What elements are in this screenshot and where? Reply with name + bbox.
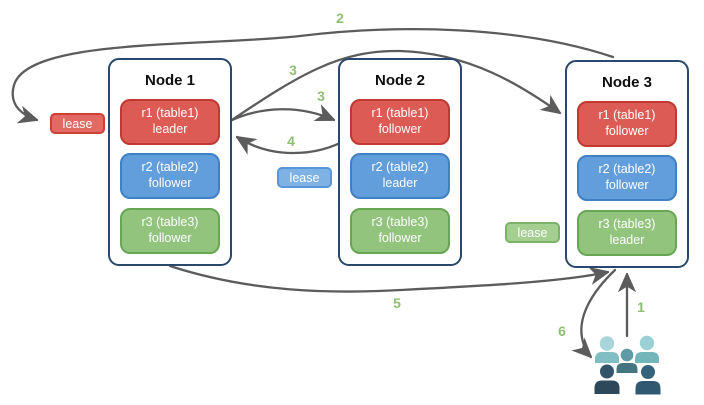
lease-badge-table1: lease bbox=[50, 113, 105, 134]
replica-role: leader bbox=[609, 233, 645, 247]
node-3: Node 3 r1 (table1) follower r2 (table2) … bbox=[565, 60, 689, 268]
replica-role: leader bbox=[382, 176, 418, 190]
step-label-4: 4 bbox=[287, 133, 295, 149]
replica-name: r1 (table1) bbox=[598, 108, 656, 123]
lease-badge-table3: lease bbox=[505, 222, 560, 243]
node-2-replica-r3: r3 (table3) follower bbox=[350, 208, 450, 254]
node-3-title: Node 3 bbox=[601, 74, 652, 91]
step-label-6: 6 bbox=[558, 323, 566, 339]
arrow-6-node3-to-users bbox=[581, 268, 617, 357]
arrow-3-node1-to-node3 bbox=[227, 49, 560, 124]
step-label-2: 2 bbox=[336, 10, 344, 26]
replica-role: follower bbox=[378, 231, 422, 245]
replica-name: r1 (table1) bbox=[371, 106, 429, 121]
replica-name: r3 (table3) bbox=[598, 217, 656, 232]
replica-name: r1 (table1) bbox=[141, 106, 199, 121]
users-icon bbox=[594, 335, 661, 395]
node-2: Node 2 r1 (table1) follower r2 (table2) … bbox=[338, 58, 462, 266]
node-3-replica-r2: r2 (table2) follower bbox=[577, 155, 677, 201]
arrow-3-node1-to-node2 bbox=[228, 109, 334, 123]
node-2-replica-r2: r2 (table2) leader bbox=[350, 153, 450, 199]
replica-role: follower bbox=[378, 122, 422, 136]
node-1-replica-r1: r1 (table1) leader bbox=[120, 99, 220, 145]
node-3-replica-r1: r1 (table1) follower bbox=[577, 101, 677, 147]
replica-role: follower bbox=[605, 178, 649, 192]
node-1-replica-r2: r2 (table2) follower bbox=[120, 153, 220, 199]
replica-role: follower bbox=[148, 176, 192, 190]
node-1-replica-r3: r3 (table3) follower bbox=[120, 208, 220, 254]
step-label-5: 5 bbox=[393, 295, 401, 311]
replica-name: r2 (table2) bbox=[371, 160, 429, 175]
node-2-replica-r1: r1 (table1) follower bbox=[350, 99, 450, 145]
replica-role: follower bbox=[148, 231, 192, 245]
node-3-replica-r3: r3 (table3) leader bbox=[577, 210, 677, 256]
replica-role: leader bbox=[152, 122, 188, 136]
step-label-3a: 3 bbox=[289, 62, 297, 78]
replica-role: follower bbox=[605, 124, 649, 138]
replica-name: r3 (table3) bbox=[141, 215, 199, 230]
replica-name: r3 (table3) bbox=[371, 215, 429, 230]
replica-name: r2 (table2) bbox=[598, 162, 656, 177]
lease-badge-table2: lease bbox=[277, 167, 332, 188]
replica-name: r2 (table2) bbox=[141, 160, 199, 175]
arrow-2-node3-to-lease1 bbox=[11, 28, 615, 120]
node-1-title: Node 1 bbox=[144, 72, 195, 89]
step-label-3b: 3 bbox=[317, 88, 325, 104]
arrow-4-node2-to-node1 bbox=[237, 137, 350, 153]
arrow-5-node1-to-node3 bbox=[168, 264, 608, 293]
node-1: Node 1 r1 (table1) leader r2 (table2) fo… bbox=[108, 58, 232, 266]
step-label-1: 1 bbox=[637, 299, 645, 315]
node-2-title: Node 2 bbox=[374, 72, 425, 89]
